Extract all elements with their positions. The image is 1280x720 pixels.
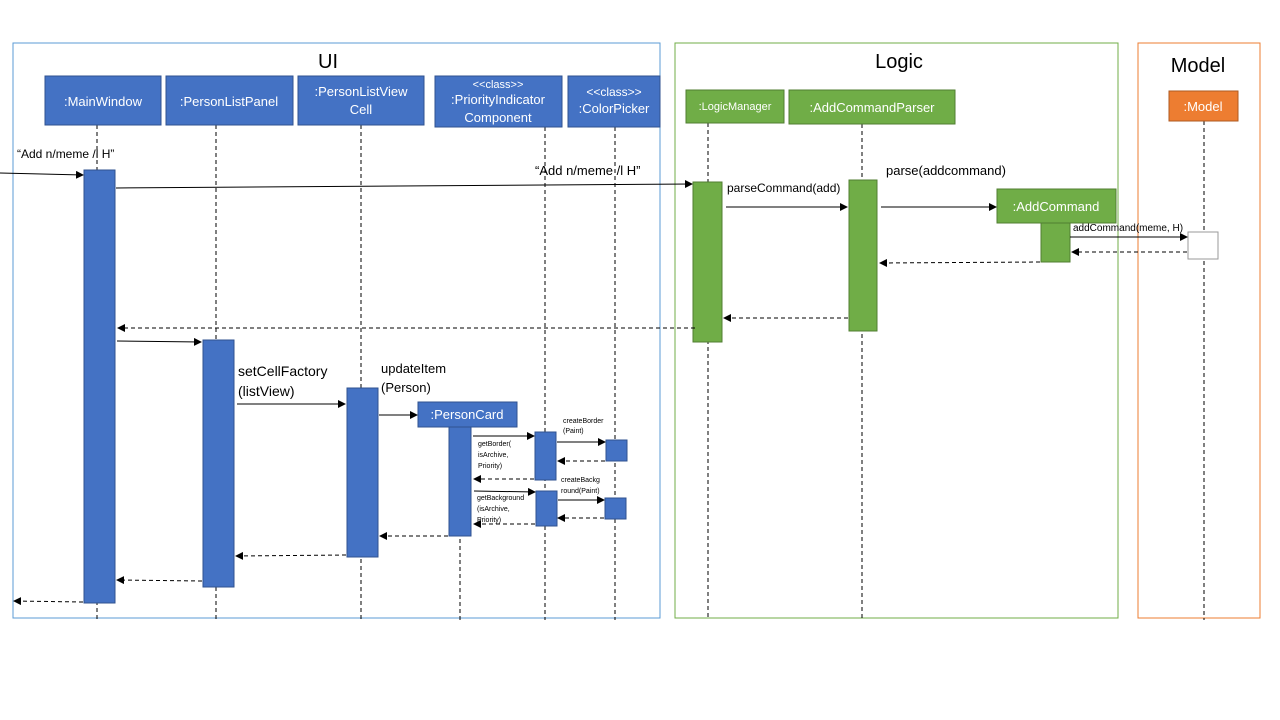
svg-text:<<class>>: <<class>> — [586, 85, 641, 99]
svg-text::MainWindow: :MainWindow — [64, 94, 143, 109]
label-parsecommand: parseCommand(add) — [727, 181, 840, 195]
svg-text:Cell: Cell — [350, 102, 373, 117]
activation-priority-background — [535, 490, 558, 527]
model-frame — [1137, 42, 1261, 619]
activation-mainwindow — [83, 169, 116, 604]
activation-model — [1187, 231, 1219, 260]
label-user-input: “Add n/meme /l H” — [17, 147, 114, 161]
participant-mainwindow: :MainWindow — [44, 75, 162, 126]
label-addcommand-call: addCommand(meme, H) — [1073, 223, 1183, 234]
return-addcommand-arrow — [879, 258, 1041, 267]
svg-text::AddCommand: :AddCommand — [1013, 199, 1100, 214]
activation-addcommandparser — [848, 179, 878, 332]
ui-frame-title: UI — [318, 51, 338, 73]
label-updateitem: updateItem (Person) — [381, 361, 450, 395]
participant-priorityindicator: <<class>> :PriorityIndicator Component — [434, 75, 563, 128]
model-frame-title: Model — [1171, 55, 1225, 77]
return-personlistpanel-arrow — [116, 576, 203, 585]
activation-priority-border — [534, 431, 557, 481]
svg-text:<<class>>: <<class>> — [473, 79, 524, 91]
svg-text::PersonListView: :PersonListView — [315, 84, 409, 99]
svg-text::AddCommandParser: :AddCommandParser — [810, 100, 936, 115]
activation-addcommand — [1040, 221, 1071, 263]
participant-personlistpanel: :PersonListPanel — [165, 75, 294, 126]
activation-personlistpanel — [202, 339, 235, 588]
label-setcellfactory: setCellFactory (listView) — [238, 363, 331, 399]
return-mainwindow-arrow — [13, 597, 84, 606]
svg-text:Component: Component — [464, 110, 532, 125]
activation-colorpicker-background — [604, 497, 627, 520]
svg-text::PriorityIndicator: :PriorityIndicator — [451, 92, 546, 107]
message-to-personlistpanel-arrow — [116, 337, 202, 346]
svg-text::ColorPicker: :ColorPicker — [579, 101, 650, 116]
participant-personcard: :PersonCard — [417, 401, 518, 428]
svg-text::PersonListPanel: :PersonListPanel — [180, 94, 278, 109]
label-getborder: getBorder( isArchive, Priority) — [478, 441, 513, 470]
participant-model: :Model — [1168, 90, 1239, 122]
activation-logicmanager — [692, 181, 723, 343]
svg-text::LogicManager: :LogicManager — [699, 101, 772, 113]
activation-personlistviewcell — [346, 387, 379, 558]
label-createbackground: createBackg round(Paint) — [561, 477, 602, 495]
participant-personlistviewcell: :PersonListView Cell — [297, 75, 425, 126]
participant-colorpicker: <<class>> :ColorPicker — [567, 75, 661, 128]
svg-text::PersonCard: :PersonCard — [431, 407, 504, 422]
label-getbackground: getBackground (isArchive, Priority) — [477, 495, 526, 524]
activation-colorpicker-border — [605, 439, 628, 462]
ui-frame — [12, 42, 661, 619]
logic-frame-title: Logic — [875, 51, 923, 73]
activation-personcard — [448, 426, 472, 537]
svg-text::Model: :Model — [1183, 99, 1222, 114]
message-execute-arrow — [115, 180, 693, 189]
return-personlistviewcell-arrow — [235, 551, 347, 560]
message-user-input-arrow — [0, 170, 84, 179]
label-execute: “Add n/meme /l H” — [535, 163, 640, 178]
participant-addcommandparser: :AddCommandParser — [788, 89, 956, 125]
participant-logicmanager: :LogicManager — [685, 89, 785, 124]
message-getbackground-arrow — [473, 487, 536, 496]
label-parse: parse(addcommand) — [886, 163, 1006, 178]
label-createborder: createBorder (Paint) — [563, 418, 605, 435]
participant-addcommand: :AddCommand — [996, 188, 1117, 224]
logic-frame — [674, 42, 1119, 619]
